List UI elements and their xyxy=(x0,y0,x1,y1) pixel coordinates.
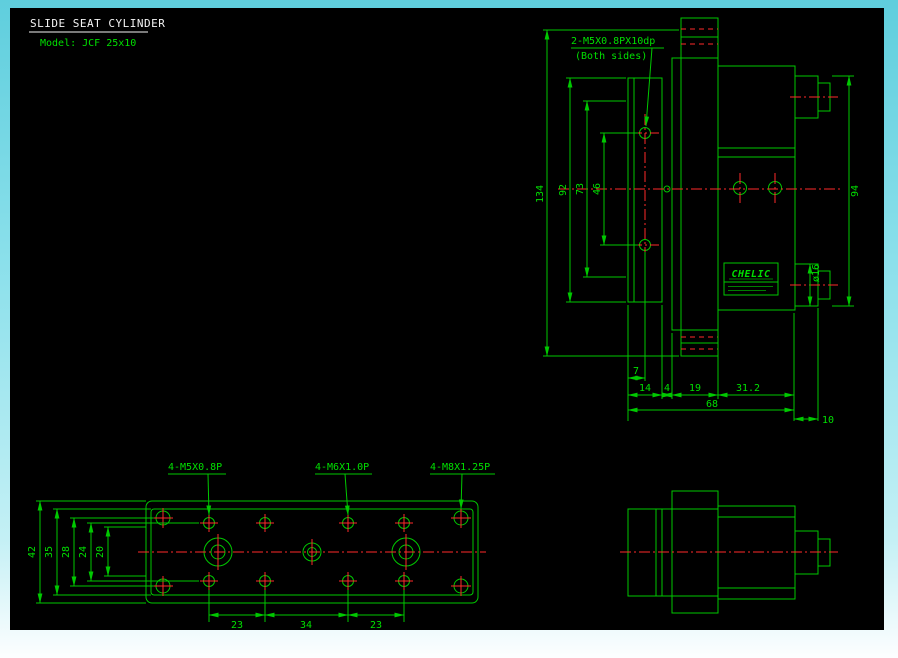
drawing-sheet xyxy=(10,8,884,630)
dim-23-right: 23 xyxy=(370,620,382,631)
brand-label: CHELIC xyxy=(731,269,770,280)
model-label: Model: JCF 25x10 xyxy=(40,38,136,49)
dim-68: 68 xyxy=(706,399,718,410)
dim-42: 42 xyxy=(27,546,38,558)
dim-94: 94 xyxy=(850,185,861,197)
dim-23-left: 23 xyxy=(231,620,243,631)
dim-46: 46 xyxy=(592,183,603,195)
dim-19: 19 xyxy=(689,383,701,394)
dim-134: 134 xyxy=(535,185,546,203)
dim-10: 10 xyxy=(822,415,834,426)
dim-7: 7 xyxy=(633,366,639,377)
dim-14: 14 xyxy=(639,383,651,394)
dim-28: 28 xyxy=(61,546,72,558)
dim-20: 20 xyxy=(95,546,106,558)
callout-m5: 4-M5X0.8P xyxy=(168,462,222,473)
dim-92: 92 xyxy=(558,184,569,196)
dim-34: 34 xyxy=(300,620,312,631)
callout-m8: 4-M8X1.25P xyxy=(430,462,490,473)
dim-31-2: 31.2 xyxy=(736,383,760,394)
dim-24: 24 xyxy=(78,546,89,558)
dim-4: 4 xyxy=(664,383,670,394)
callout-m6: 4-M6X1.0P xyxy=(315,462,369,473)
callout-m5x10dp-line1: 2-M5X0.8PX10dp xyxy=(571,36,655,47)
dim-dia16: ø16 xyxy=(811,264,822,282)
drawing-title: SLIDE SEAT CYLINDER xyxy=(30,17,165,30)
dim-35: 35 xyxy=(44,546,55,558)
dim-73: 73 xyxy=(575,183,586,195)
callout-m5x10dp-line2: (Both sides) xyxy=(575,51,647,62)
